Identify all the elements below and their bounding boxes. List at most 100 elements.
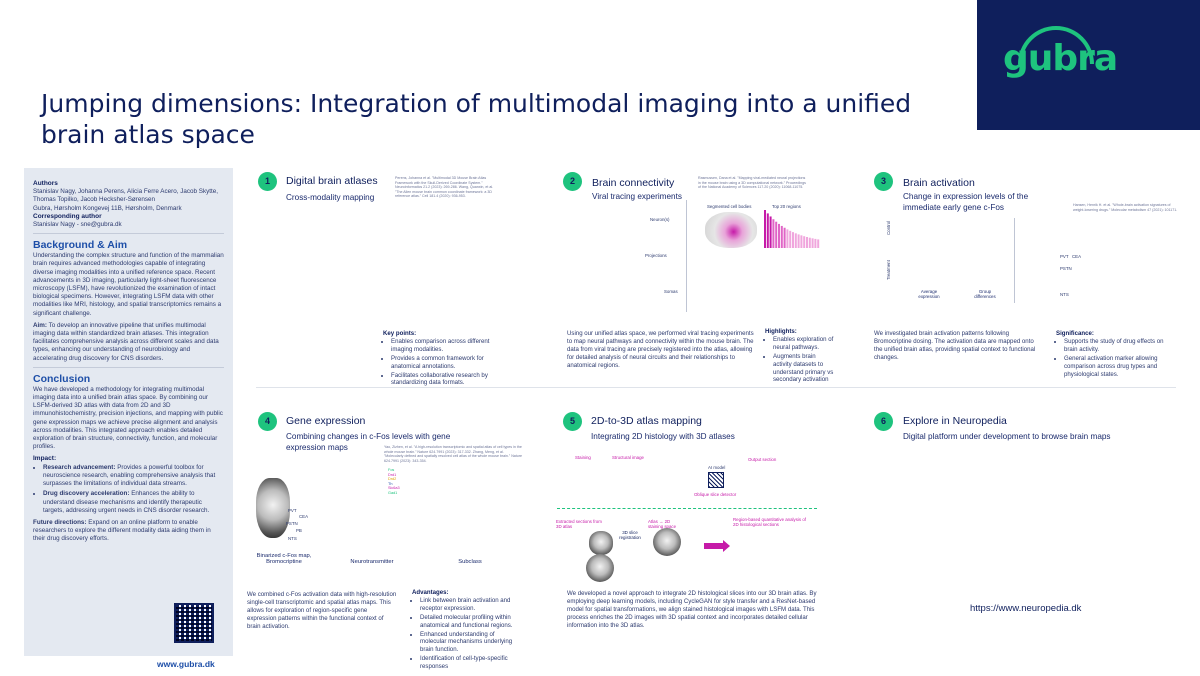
conclusion-heading: Conclusion bbox=[33, 372, 91, 385]
keypoint-item: Facilitates collaborative research by st… bbox=[391, 372, 495, 388]
authors-label: Authors bbox=[33, 180, 58, 187]
region-bar bbox=[811, 238, 814, 248]
axis-label-control: Control bbox=[886, 220, 891, 235]
region-bar bbox=[775, 221, 778, 248]
section-1-number: 1 bbox=[258, 172, 277, 191]
s4-region-cea: CEA bbox=[299, 514, 309, 519]
col-label-average: Average expression bbox=[918, 289, 940, 299]
neuropedia-link[interactable]: https://www.neuropedia.dk bbox=[970, 603, 1082, 614]
background-text: Understanding the complex structure and … bbox=[33, 252, 224, 317]
region-bars bbox=[764, 210, 820, 248]
future-text: Expand on an online platform to enable r… bbox=[33, 518, 211, 543]
region-bar bbox=[817, 239, 820, 248]
logo-panel bbox=[977, 0, 1200, 130]
region-bar bbox=[797, 234, 800, 248]
section-3-number: 3 bbox=[874, 172, 893, 191]
s4-region-pvt: PVT bbox=[288, 508, 297, 513]
legend-item: Fos bbox=[388, 468, 395, 472]
atlas-section-image bbox=[589, 531, 613, 555]
qr-code-icon[interactable] bbox=[174, 603, 214, 643]
section-3-reference: Hansen, Henrik H. et al. "Whole-brain ac… bbox=[1073, 203, 1178, 212]
region-bar bbox=[769, 216, 772, 248]
conclusion-text: We have developed a methodology for inte… bbox=[33, 385, 223, 451]
highlights-title: Highlights: bbox=[765, 328, 797, 335]
legend-item: Drd1 bbox=[388, 472, 397, 477]
network-icon bbox=[708, 472, 724, 488]
s4-region-pstn: PSTN bbox=[286, 521, 298, 526]
impact-label: Impact: bbox=[33, 455, 57, 463]
future-label: Future directions: bbox=[33, 518, 87, 526]
region-bar bbox=[814, 238, 817, 248]
region-bar bbox=[808, 237, 811, 248]
section-4-advantages: Advantages: Link between brain activatio… bbox=[412, 589, 522, 672]
advantages-title: Advantages: bbox=[412, 589, 449, 596]
flow-divider bbox=[557, 508, 817, 509]
flow-oblique: Oblique slice detector bbox=[694, 492, 737, 497]
flow-output: Output section bbox=[748, 457, 777, 462]
authors: Stanislav Nagy, Johanna Perens, Alicia F… bbox=[33, 188, 219, 204]
region-bar bbox=[800, 235, 803, 248]
region-bar bbox=[778, 223, 780, 248]
section-5-body: We developed a novel approach to integra… bbox=[567, 590, 817, 629]
section-6-subtitle: Digital platform under development to br… bbox=[903, 432, 1111, 441]
chart-title-regions: Top 20 regions bbox=[772, 204, 801, 209]
advantage-item: Enhanced understanding of molecular mech… bbox=[420, 631, 522, 655]
section-1-keypoints: Key points: Enables comparison across di… bbox=[383, 330, 495, 388]
region-bar bbox=[783, 227, 786, 248]
significance-title: Significance: bbox=[1056, 330, 1094, 337]
aim-text: To develop an innovative pipeline that u… bbox=[33, 321, 219, 362]
sidebar: Authors Stanislav Nagy, Johanna Perens, … bbox=[24, 168, 233, 656]
section-5-subtitle: Integrating 2D histology with 3D atlases bbox=[591, 432, 735, 441]
region-label-pvt: PVT bbox=[1060, 254, 1069, 259]
impact-item-label: Drug discovery acceleration: bbox=[43, 490, 130, 498]
separator-line bbox=[1014, 218, 1015, 303]
row-label-neurons: Neuron(s) bbox=[650, 217, 670, 222]
axis-line bbox=[686, 200, 687, 312]
impact-item: Research advancement: Provides a powerfu… bbox=[43, 464, 224, 489]
section-4-body: We combined c-Fos activation data with h… bbox=[247, 591, 397, 630]
flow-structural: Structural image bbox=[612, 455, 644, 460]
poster-title: Jumping dimensions: Integration of multi… bbox=[41, 89, 912, 149]
significance-item: Supports the study of drug effects on br… bbox=[1064, 338, 1164, 354]
region-bar bbox=[764, 210, 766, 248]
section-5-title: 2D-to-3D atlas mapping bbox=[591, 415, 702, 427]
impact-list: Research advancement: Provides a powerfu… bbox=[33, 464, 224, 515]
gene-legend: Fos Drd1 Drd2 Th Slc6a3 Gad1 bbox=[388, 468, 400, 496]
section-3-subtitle: Change in expression levels of the immed… bbox=[903, 192, 1029, 212]
impact-item: Drug discovery acceleration: Enhances th… bbox=[43, 490, 224, 515]
section-2-title: Brain connectivity bbox=[592, 177, 675, 189]
impact-item-text: Provides a powerful toolbox for neurosci… bbox=[43, 463, 216, 488]
row-label-somas: Somas bbox=[664, 289, 678, 294]
aim-paragraph: Aim: To develop an innovative pipeline t… bbox=[33, 322, 224, 363]
panel-label-subclass: Subclass bbox=[458, 559, 482, 565]
flow-arrow-icon bbox=[704, 540, 730, 552]
flow-atlas-to-2d: Atlas → 2D staining space bbox=[648, 519, 677, 529]
future-paragraph: Future directions: Expand on an online p… bbox=[33, 519, 224, 544]
advantage-item: Link between brain activation and recept… bbox=[420, 597, 522, 613]
divider bbox=[33, 366, 224, 368]
region-bar bbox=[780, 225, 783, 248]
axis-label-treatment: Treatment bbox=[886, 260, 891, 280]
section-6-title: Explore in Neuropedia bbox=[903, 415, 1007, 427]
flow-ai-model: AI model bbox=[708, 465, 726, 470]
gubra-url-link[interactable]: www.gubra.dk bbox=[157, 659, 215, 669]
section-4-subtitle: Combining changes in c-Fos levels with g… bbox=[286, 432, 451, 452]
region-label-pstn: PSTN bbox=[1060, 266, 1072, 271]
divider bbox=[33, 233, 224, 235]
impact-item-text: Enhances the ability to understand disea… bbox=[43, 490, 210, 514]
section-2-highlights: Highlights: Enables exploration of neura… bbox=[765, 328, 835, 385]
legend-item: Slc6a3 bbox=[388, 486, 400, 491]
s4-region-pb: PB bbox=[296, 528, 302, 533]
histology-section-image bbox=[586, 554, 614, 582]
legend-item: Gad1 bbox=[388, 490, 398, 495]
col-label-group: Group differences bbox=[974, 289, 996, 299]
section-2-reference: Rasmussen, Dana et al. "Mapping viral-me… bbox=[698, 176, 806, 190]
region-bar bbox=[786, 229, 789, 248]
connectivity-brain-image bbox=[705, 212, 757, 248]
region-bar bbox=[772, 219, 775, 248]
row-label-projections: Projections bbox=[645, 253, 667, 258]
flow-staining: Staining bbox=[575, 455, 591, 460]
region-bar bbox=[766, 213, 769, 248]
highlight-item: Enables exploration of neural pathways. bbox=[773, 336, 835, 352]
region-bar bbox=[792, 232, 794, 248]
